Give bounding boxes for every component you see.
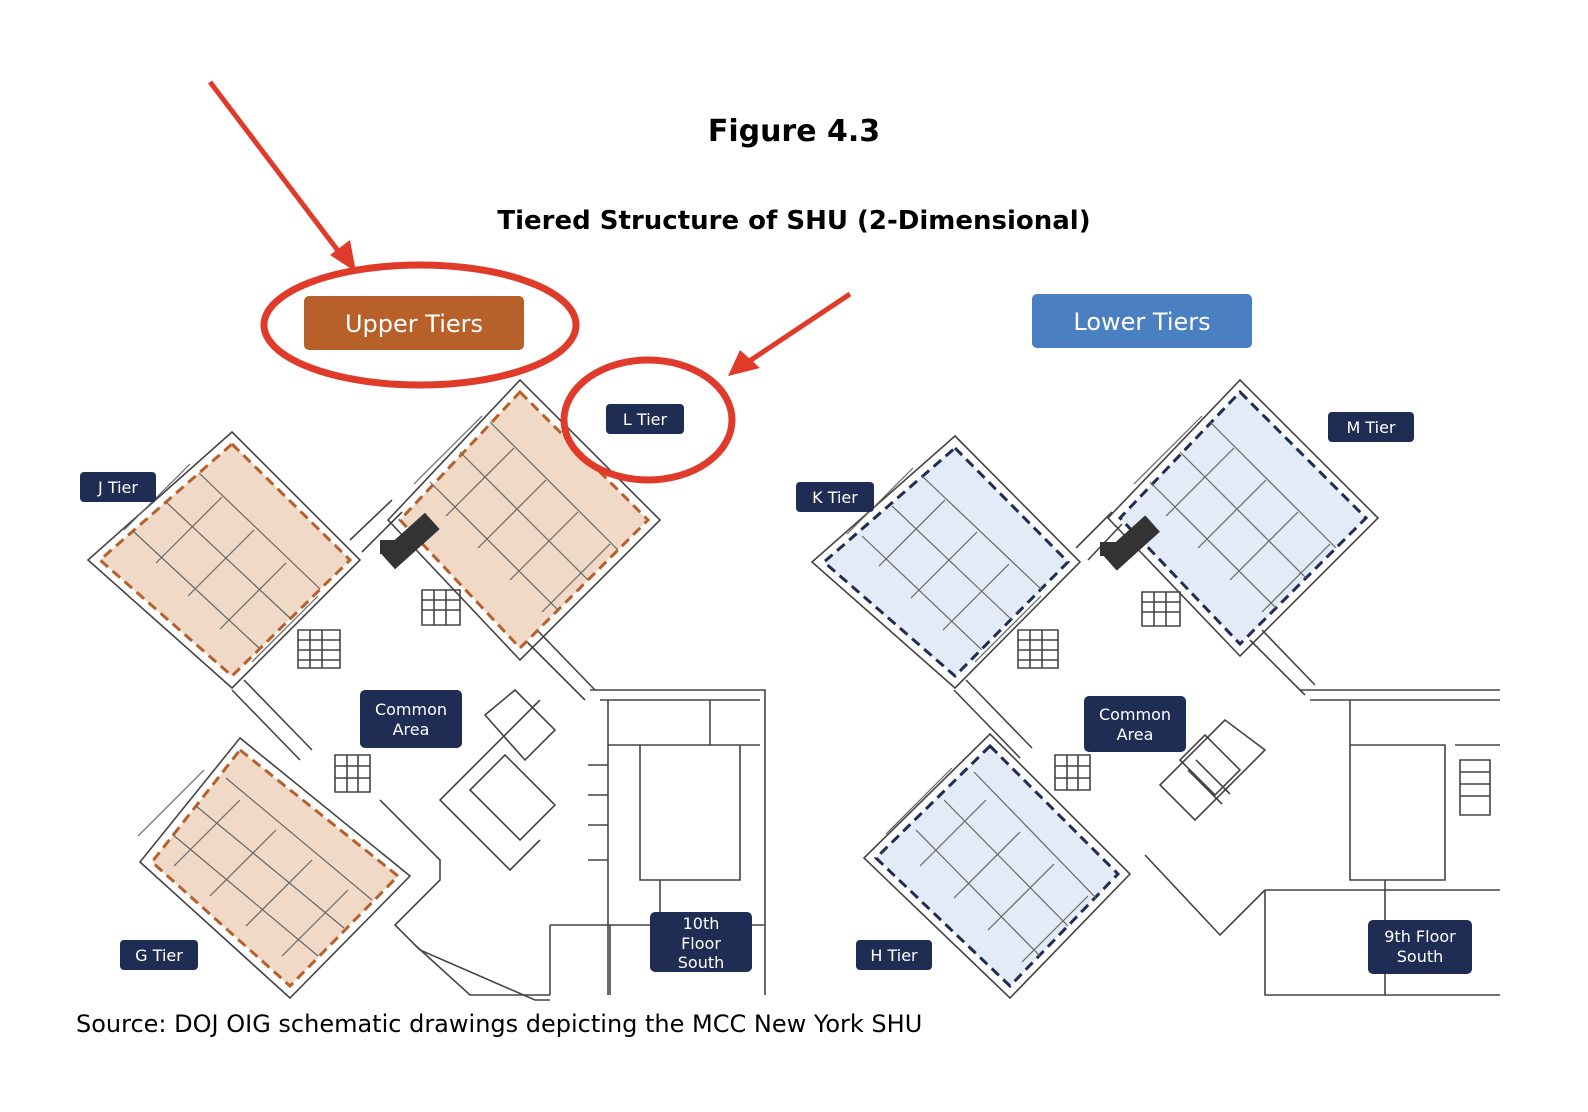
annotation-arrow-icon	[208, 80, 356, 272]
g-tier-wing	[137, 736, 412, 1000]
upper-tiers-header: Upper Tiers	[304, 296, 524, 350]
svg-text:M Tier: M Tier	[1346, 418, 1395, 437]
common-area-label: Common Area	[360, 690, 462, 748]
svg-text:Upper Tiers: Upper Tiers	[345, 310, 483, 338]
lower-tiers-plan	[953, 511, 1500, 996]
svg-text:Floor: Floor	[681, 934, 721, 953]
svg-text:K Tier: K Tier	[812, 488, 858, 507]
floor-label: 9th Floor South	[1368, 920, 1472, 974]
h-tier-label: H Tier	[856, 940, 932, 970]
k-tier-wing	[810, 434, 1082, 690]
svg-text:9th Floor: 9th Floor	[1384, 927, 1456, 946]
m-tier-label: M Tier	[1328, 412, 1414, 442]
svg-text:Area: Area	[393, 720, 430, 739]
m-tier-wing	[1106, 378, 1380, 658]
desk-icon	[1100, 515, 1160, 571]
svg-text:South: South	[1397, 947, 1444, 966]
desk-icon	[380, 512, 440, 570]
source-caption: Source: DOJ OIG schematic drawings depic…	[76, 1010, 923, 1038]
svg-text:G Tier: G Tier	[135, 946, 183, 965]
l-tier-label: L Tier	[606, 404, 684, 434]
svg-text:J Tier: J Tier	[97, 478, 138, 497]
svg-text:H Tier: H Tier	[870, 946, 918, 965]
svg-text:Common: Common	[375, 700, 447, 719]
figure-title: Tiered Structure of SHU (2-Dimensional)	[497, 206, 1091, 236]
svg-text:Common: Common	[1099, 705, 1171, 724]
common-area-label: Common Area	[1084, 696, 1186, 752]
annotation-circle-l-tier	[560, 356, 736, 484]
figure-number: Figure 4.3	[707, 114, 881, 149]
annotation-ellipse-upper-tiers	[260, 261, 580, 389]
floor-label: 10th Floor South	[650, 912, 752, 972]
svg-text:10th: 10th	[683, 914, 720, 933]
svg-text:L Tier: L Tier	[623, 410, 668, 429]
j-tier-wing	[86, 430, 362, 690]
svg-text:Lower Tiers: Lower Tiers	[1073, 308, 1210, 336]
svg-text:Area: Area	[1117, 725, 1154, 744]
h-tier-wing	[862, 732, 1132, 1000]
lower-tiers-header: Lower Tiers	[1032, 294, 1252, 348]
upper-tiers-plan	[231, 499, 766, 1001]
j-tier-label: J Tier	[80, 472, 156, 502]
g-tier-label: G Tier	[120, 940, 198, 970]
k-tier-label: K Tier	[796, 482, 874, 512]
svg-text:South: South	[678, 953, 725, 972]
annotation-arrow-icon	[728, 291, 852, 376]
